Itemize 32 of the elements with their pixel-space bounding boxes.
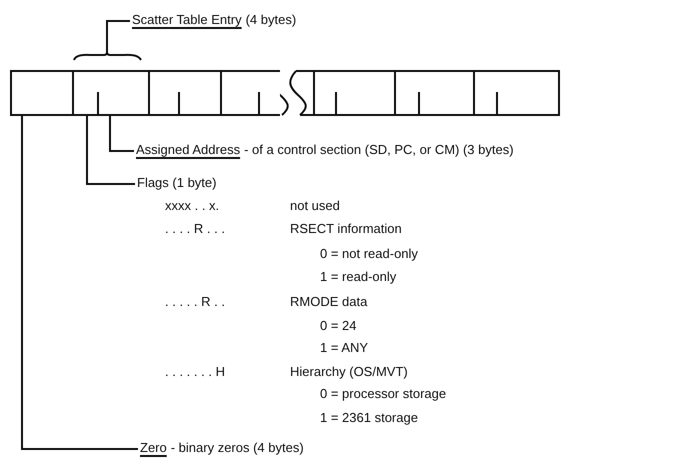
memory-cell xyxy=(394,70,475,116)
bit-mask: . . . . . R . . xyxy=(165,294,225,310)
flag-description: 0 = not read-only xyxy=(320,246,418,262)
memory-cell xyxy=(220,70,280,116)
flag-description: 0 = processor storage xyxy=(320,386,446,402)
leader-line xyxy=(86,114,135,185)
flag-description: Hierarchy (OS/MVT) xyxy=(290,364,408,380)
flag-description: 1 = read-only xyxy=(320,269,396,285)
bit-mask: xxxx . . x. xyxy=(165,198,220,214)
flag-description: 1 = ANY xyxy=(320,340,368,356)
bit-mask: . . . . . . . H xyxy=(165,364,225,380)
leader-line xyxy=(106,20,130,52)
field-name: Zero xyxy=(140,440,167,455)
field-description: (4 bytes) xyxy=(246,12,296,27)
field-description: - binary zeros (4 bytes) xyxy=(170,440,304,455)
flag-description: 1 = 2361 storage xyxy=(320,410,418,426)
memory-cell xyxy=(473,70,560,116)
flag-description: RMODE data xyxy=(290,294,368,310)
flag-description: RSECT information xyxy=(290,221,402,237)
field-name: Scatter Table Entry xyxy=(132,12,242,27)
memory-cell xyxy=(72,70,150,116)
memory-cell xyxy=(10,70,74,116)
bit-mask: . . . . R . . . xyxy=(165,221,225,237)
flag-description: 0 = 24 xyxy=(320,318,357,334)
field-description: - of a control section (SD, PC, or CM) (3 bytes) xyxy=(244,142,514,157)
field-name: Assigned Address xyxy=(136,142,240,157)
leader-line xyxy=(109,114,134,152)
memory-cell xyxy=(313,70,396,116)
memory-cell xyxy=(148,70,222,116)
flag-description: not used xyxy=(290,198,340,214)
field-name: Flags (1 byte) xyxy=(137,175,216,190)
leader-line xyxy=(21,114,138,450)
